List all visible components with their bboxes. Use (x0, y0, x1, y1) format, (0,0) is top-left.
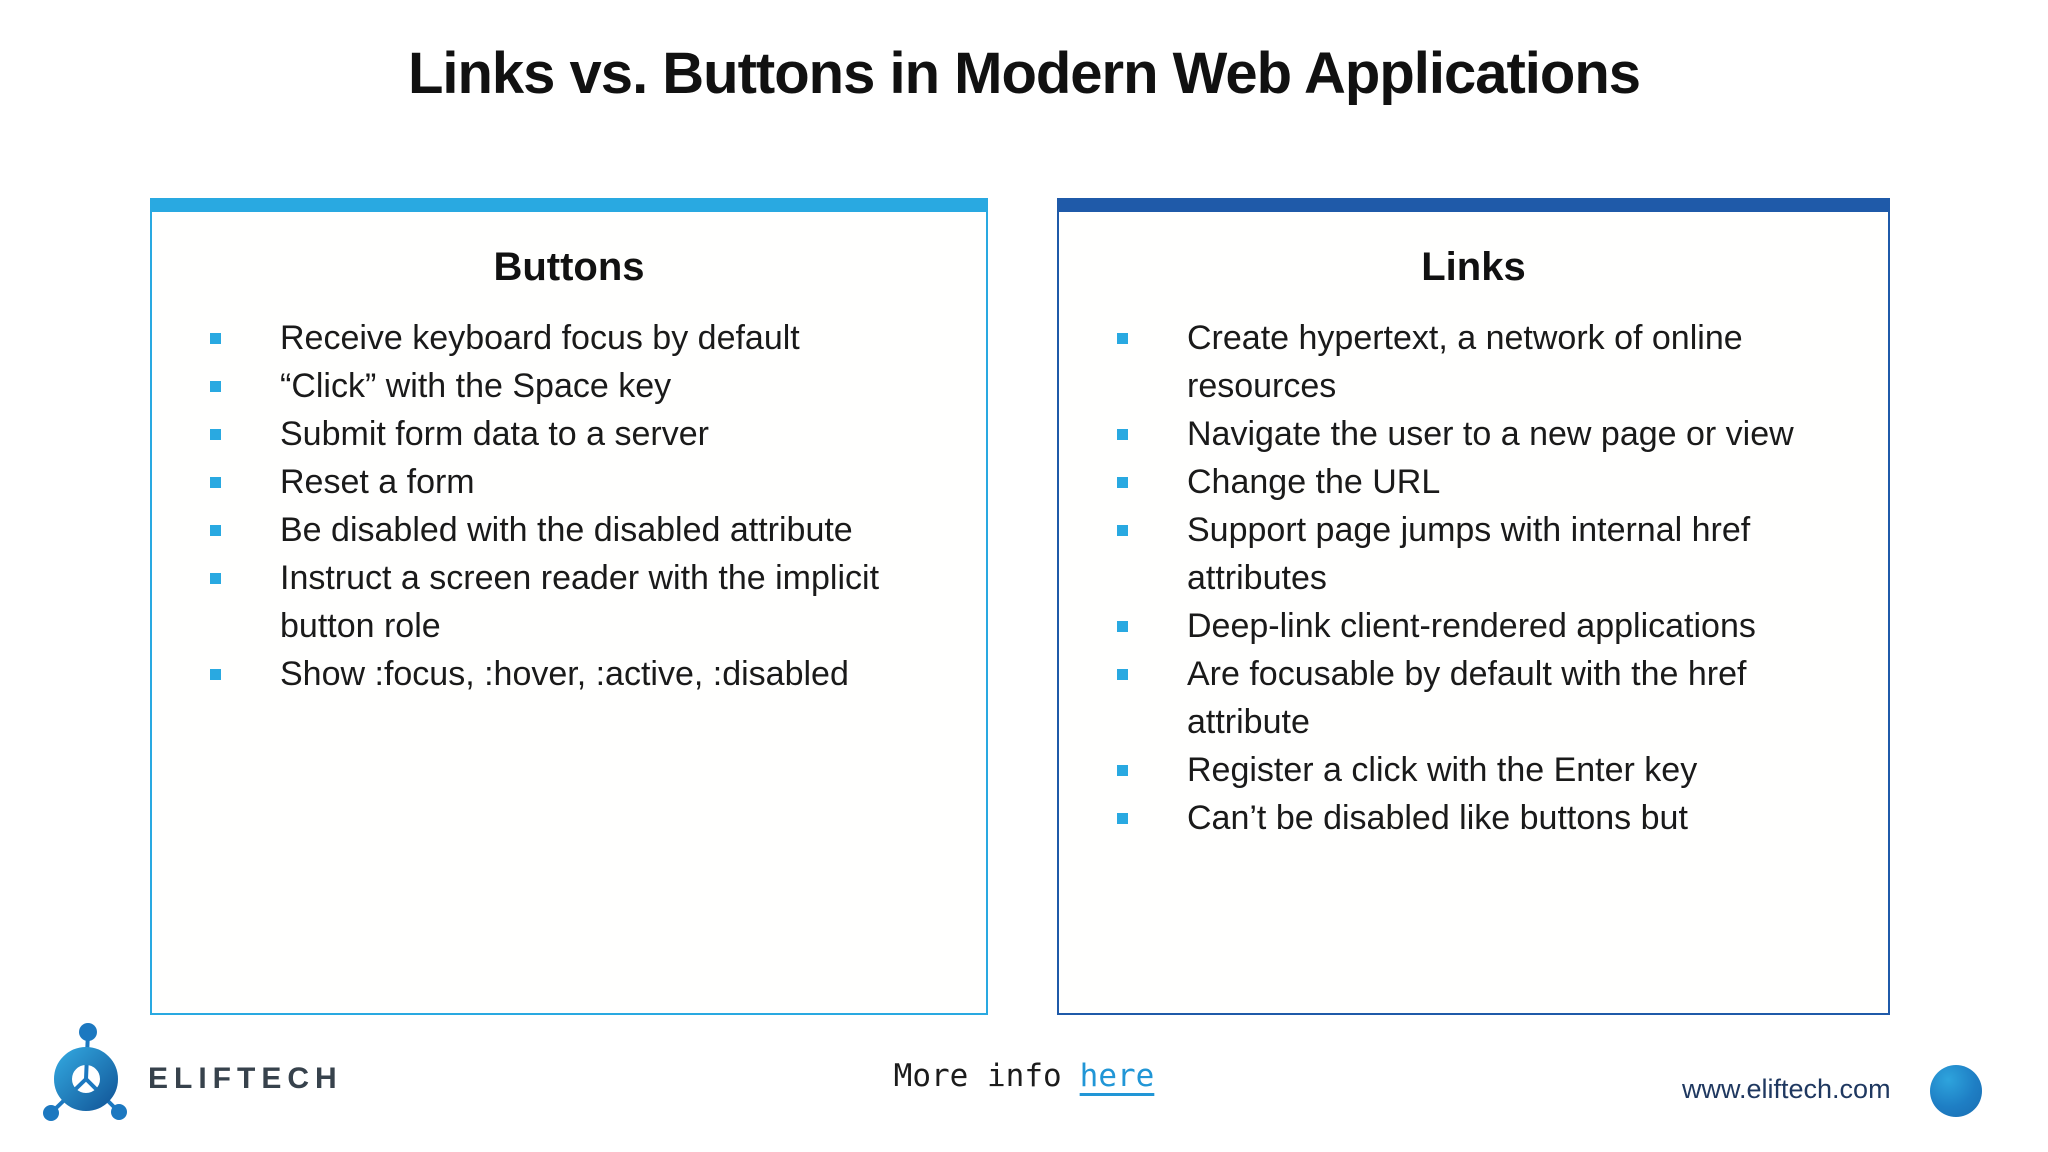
list-item-text: Are focusable by default with the href a… (1187, 655, 1747, 741)
list-item-text: Navigate the user to a new page or view (1187, 415, 1794, 453)
slide-title: Links vs. Buttons in Modern Web Applicat… (407, 41, 1641, 106)
list-item-text: Receive keyboard focus by default (280, 319, 800, 357)
list-item: Can’t be disabled like buttons but (1117, 794, 1852, 842)
bullet-square-icon (210, 573, 221, 584)
list-item: Are focusable by default with the href a… (1117, 650, 1852, 746)
bullet-square-icon (210, 381, 221, 392)
list-item: Show :focus, :hover, :active, :disabled (210, 650, 950, 698)
list-item: Register a click with the Enter key (1117, 746, 1852, 794)
bullet-square-icon (1117, 429, 1128, 440)
buttons-card-accent-bar (150, 198, 988, 212)
bullet-square-icon (1117, 669, 1128, 680)
list-item: Reset a form (210, 458, 950, 506)
list-item-text: Deep-link client-rendered applications (1187, 607, 1756, 645)
list-item: Be disabled with the disabled attribute (210, 506, 950, 554)
links-card-accent-bar (1057, 198, 1890, 212)
more-info-label: More info (893, 1058, 1062, 1094)
more-info: More info here (0, 1058, 2048, 1094)
list-item: Deep-link client-rendered applications (1117, 602, 1852, 650)
list-item-text: Register a click with the Enter key (1187, 751, 1698, 789)
buttons-list: Receive keyboard focus by default “Click”… (152, 314, 986, 698)
list-item-text: Instruct a screen reader with the implic… (280, 559, 880, 645)
list-item: Navigate the user to a new page or view (1117, 410, 1852, 458)
buttons-card: Buttons Receive keyboard focus by defaul… (150, 198, 988, 1015)
list-item-text: “Click” with the Space key (280, 367, 672, 405)
bullet-square-icon (1117, 765, 1128, 776)
website-url: www.eliftech.com (1682, 1074, 1891, 1104)
list-item: “Click” with the Space key (210, 362, 950, 410)
list-item-text: Can’t be disabled like buttons but (1187, 799, 1688, 837)
list-item-text: Show :focus, :hover, :active, :disabled (280, 655, 849, 693)
list-item-text: Be disabled with the disabled attribute (280, 511, 853, 549)
list-item: Instruct a screen reader with the implic… (210, 554, 950, 650)
list-item: Receive keyboard focus by default (210, 314, 950, 362)
bullet-square-icon (210, 525, 221, 536)
list-item-text: Reset a form (280, 463, 475, 501)
bullet-square-icon (1117, 525, 1128, 536)
list-item-text: Change the URL (1187, 463, 1441, 501)
more-info-link[interactable]: here (1079, 1058, 1155, 1094)
bullet-square-icon (210, 669, 221, 680)
list-item-text: Submit form data to a server (280, 415, 709, 453)
list-item: Support page jumps with internal href at… (1117, 506, 1852, 602)
links-card: Links Create hypertext, a network of onl… (1057, 198, 1890, 1015)
links-card-heading: Links (1421, 245, 1526, 289)
list-item: Change the URL (1117, 458, 1852, 506)
bullet-square-icon (210, 333, 221, 344)
bullet-square-icon (1117, 333, 1128, 344)
bullet-square-icon (1117, 813, 1128, 824)
eliftech-logo: ELIFTECH (40, 1022, 343, 1126)
bullet-square-icon (1117, 621, 1128, 632)
buttons-card-heading: Buttons (493, 245, 645, 289)
list-item-text: Support page jumps with internal href at… (1187, 511, 1751, 597)
eliftech-logo-icon (43, 1023, 127, 1121)
links-list: Create hypertext, a network of online re… (1059, 314, 1888, 842)
bullet-square-icon (210, 429, 221, 440)
list-item-text: Create hypertext, a network of online re… (1187, 319, 1743, 405)
blue-dot-icon (1930, 1065, 1982, 1117)
bullet-square-icon (1117, 477, 1128, 488)
list-item: Create hypertext, a network of online re… (1117, 314, 1852, 410)
eliftech-logo-text: ELIFTECH (148, 1062, 343, 1095)
bullet-square-icon (210, 477, 221, 488)
list-item: Submit form data to a server (210, 410, 950, 458)
